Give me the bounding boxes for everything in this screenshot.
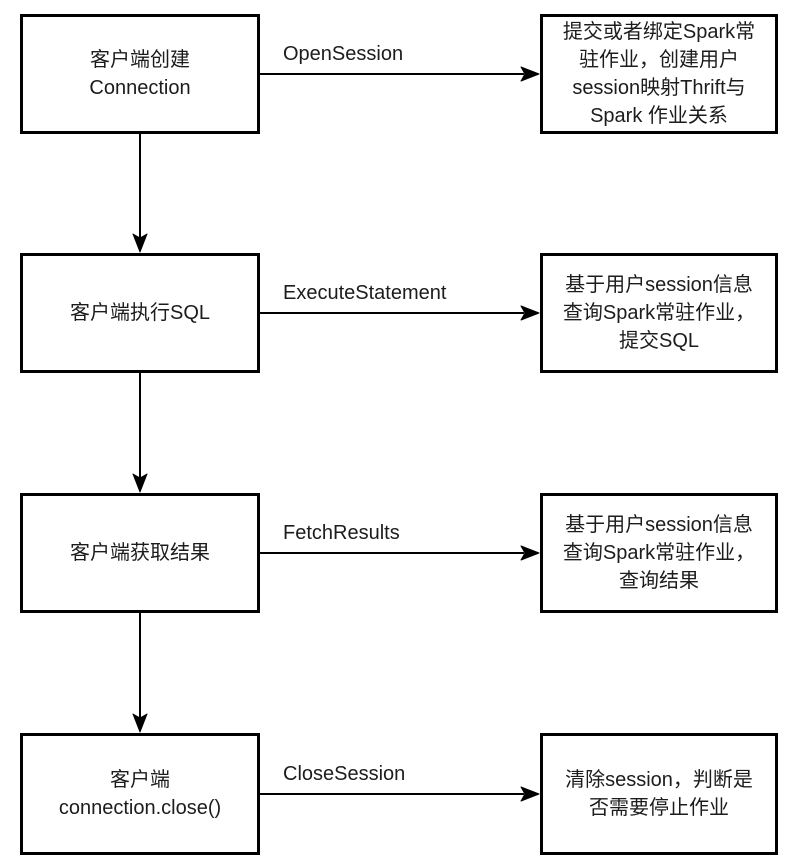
arrow-fetch-results xyxy=(260,545,540,561)
arrow-down-step3-step4 xyxy=(132,613,148,733)
node-text: 客户端获取结果 xyxy=(70,542,210,564)
node-text: 基于用户session信息 查询Spark常驻作业， 查询结果 xyxy=(562,514,756,592)
arrow-close-session xyxy=(260,786,540,802)
node-client-connection-close: 客户端 connection.close() xyxy=(20,733,260,855)
node-text: 基于用户session信息 查询Spark常驻作业， 提交SQL xyxy=(562,274,756,352)
node-fetch-results-description: 基于用户session信息 查询Spark常驻作业， 查询结果 xyxy=(540,493,778,613)
node-client-fetch-results: 客户端获取结果 xyxy=(20,493,260,613)
node-execute-statement-description: 基于用户session信息 查询Spark常驻作业， 提交SQL xyxy=(540,253,778,373)
node-client-execute-sql: 客户端执行SQL xyxy=(20,253,260,373)
node-text: 客户端执行SQL xyxy=(69,302,211,324)
arrow-down-step1-step2 xyxy=(132,134,148,253)
node-text: 清除session，判断是 否需要停止作业 xyxy=(565,769,753,819)
node-text: 客户端 connection.close() xyxy=(58,769,222,819)
node-text: 提交或者绑定Spark常 驻作业，创建用户 session映射Thrift与 S… xyxy=(562,21,756,127)
arrow-open-session xyxy=(260,66,540,82)
node-text: 客户端创建 Connection xyxy=(89,49,191,99)
edge-label-fetch-results: FetchResults xyxy=(283,522,400,544)
node-open-session-description: 提交或者绑定Spark常 驻作业，创建用户 session映射Thrift与 S… xyxy=(540,14,778,134)
edge-label-open-session: OpenSession xyxy=(283,43,404,65)
arrow-execute-statement xyxy=(260,305,540,321)
node-client-create-connection: 客户端创建 Connection xyxy=(20,14,260,134)
edge-label-close-session: CloseSession xyxy=(283,763,406,785)
node-close-session-description: 清除session，判断是 否需要停止作业 xyxy=(540,733,778,855)
arrow-down-step2-step3 xyxy=(132,373,148,493)
edge-label-execute-statement: ExecuteStatement xyxy=(283,282,447,304)
